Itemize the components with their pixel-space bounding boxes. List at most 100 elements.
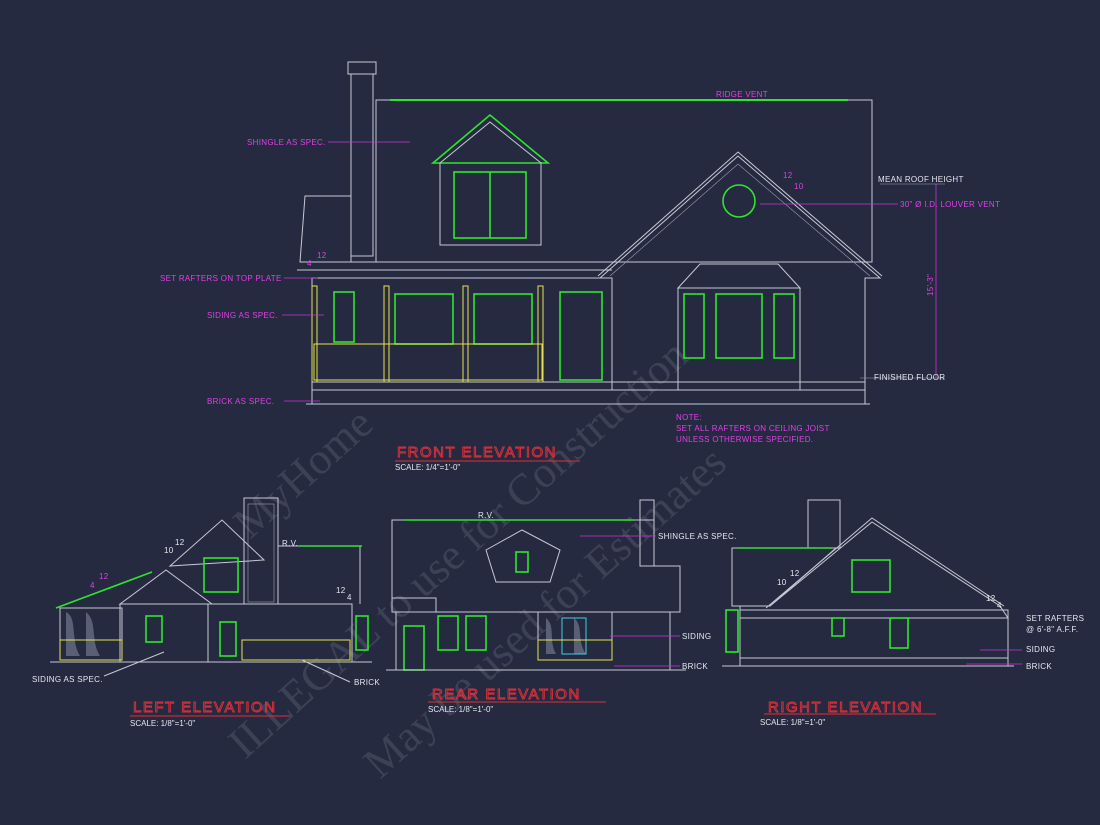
left-window-2 xyxy=(219,621,237,657)
right-rafters-label-1: SET RAFTERS xyxy=(1026,614,1084,623)
left-upper-gable xyxy=(168,519,266,567)
dormer-gable xyxy=(430,113,551,164)
left-lower-gable xyxy=(118,569,214,605)
left-window-1 xyxy=(145,615,163,643)
left-rear-railing xyxy=(241,639,351,661)
right-elevation xyxy=(722,499,1022,715)
left-porch-roof-trim xyxy=(55,571,153,609)
note-line-3: UNLESS OTHERWISE SPECIFIED. xyxy=(676,435,813,444)
left-siding-label: SIDING AS SPEC. xyxy=(32,675,103,684)
rear-shingle-label: SHINGLE AS SPEC. xyxy=(658,532,737,541)
right-pitch-b-run: 4 xyxy=(997,601,1002,610)
right-brick-label: BRICK xyxy=(1026,662,1052,671)
rear-porch-door xyxy=(561,617,587,655)
right-left-wing xyxy=(731,547,838,607)
pitch-rise-label: 12 xyxy=(783,171,793,180)
pitch-rise-b-label: 12 xyxy=(317,251,327,260)
right-gable-trim xyxy=(765,517,1005,609)
left-pitch-c-rise: 12 xyxy=(336,586,346,595)
right-pitch-a-run: 10 xyxy=(777,578,787,587)
bay-window-left xyxy=(683,293,705,359)
right-elevation-title: RIGHT ELEVATION xyxy=(768,699,923,716)
rafters-label: SET RAFTERS ON TOP PLATE xyxy=(160,274,282,283)
left-pitch-c-run: 4 xyxy=(347,593,352,602)
left-elevation-scale: SCALE: 1/8"=1'-0" xyxy=(130,719,195,728)
siding-label: SIDING AS SPEC. xyxy=(207,311,278,320)
right-wall xyxy=(739,609,1009,659)
left-elevation-title: LEFT ELEVATION xyxy=(133,699,277,716)
left-pitch-b-run: 4 xyxy=(90,581,95,590)
chimney-cap xyxy=(347,61,377,75)
rear-rv-label: R.V. xyxy=(478,511,494,520)
left-chimney-body xyxy=(247,503,275,603)
left-window-3 xyxy=(355,615,369,651)
right-window-1 xyxy=(831,617,845,637)
rear-brick-label: BRICK xyxy=(682,662,708,671)
porch-window-2 xyxy=(394,293,454,345)
ridge-vent-label: RIDGE VENT xyxy=(716,90,768,99)
left-rv-label: R.V. xyxy=(282,539,298,548)
front-elevation-title: FRONT ELEVATION xyxy=(397,444,557,461)
left-porch-railing xyxy=(59,639,123,661)
rear-elevation xyxy=(386,499,686,703)
porch-railing xyxy=(313,343,543,381)
front-gable-trim xyxy=(597,151,883,277)
pitch-run-label: 10 xyxy=(794,182,804,191)
left-pitch-a-rise: 12 xyxy=(175,538,185,547)
rear-dormer xyxy=(485,529,561,583)
rear-window-1 xyxy=(437,615,459,651)
shingle-label: SHINGLE AS SPEC. xyxy=(247,138,326,147)
right-chimney xyxy=(807,499,841,549)
pitch-run-b-label: 4 xyxy=(307,259,312,268)
main-roof xyxy=(375,99,873,263)
rear-porch-screen xyxy=(546,618,586,654)
right-rafters-label-2: @ 6'-8" A.F.F. xyxy=(1026,625,1078,634)
watermark-line-1: MyHome xyxy=(224,398,382,547)
right-elevation-scale: SCALE: 1/8"=1'-0" xyxy=(760,718,825,727)
left-wall xyxy=(119,603,209,663)
watermark: MyHome ILLEGAL to use for Construction M… xyxy=(219,330,735,788)
note-line-1: NOTE: xyxy=(676,413,702,422)
front-gable-inner-trim xyxy=(609,163,871,277)
rear-door xyxy=(403,625,425,671)
dormer xyxy=(439,121,542,246)
left-siding-leader xyxy=(103,651,165,677)
left-porch-screen xyxy=(66,612,100,656)
rear-elevation-title: REAR ELEVATION xyxy=(432,686,581,703)
right-upper-window xyxy=(851,559,891,593)
rear-dormer-window xyxy=(515,551,529,573)
right-main-gable xyxy=(739,521,1009,619)
right-window-2 xyxy=(889,617,909,649)
right-pitch-a-rise: 12 xyxy=(790,569,800,578)
rear-siding-label: SIDING xyxy=(682,632,711,641)
left-upper-window xyxy=(203,557,239,593)
left-pitch-a-run: 10 xyxy=(164,546,174,555)
left-brick-label: BRICK xyxy=(354,678,380,687)
finished-floor-label: FINISHED FLOOR xyxy=(874,373,945,382)
bay-window xyxy=(677,287,801,391)
right-pitch-b-rise: 12 xyxy=(986,594,996,603)
louver-label: 30" Ø I.D. LOUVER VENT xyxy=(900,200,1000,209)
porch-window-3 xyxy=(473,293,533,345)
chimney xyxy=(350,73,374,257)
porch-wall xyxy=(311,277,613,391)
bay-window-center xyxy=(715,293,763,359)
front-elevation xyxy=(297,61,945,405)
right-brick-base xyxy=(739,657,1009,667)
porch-columns xyxy=(311,285,544,383)
front-door xyxy=(559,291,603,381)
left-pitch-b-rise: 12 xyxy=(99,572,109,581)
height-dimension-label: 15'-3" xyxy=(926,274,935,296)
bay-window-right xyxy=(773,293,795,359)
porch-window-1 xyxy=(333,291,355,343)
note-line-2: SET ALL RAFTERS ON CEILING JOIST xyxy=(676,424,830,433)
left-elevation xyxy=(50,497,372,717)
bay-roof xyxy=(676,263,802,289)
left-brick-leader xyxy=(301,659,351,683)
right-end-window xyxy=(725,609,739,653)
right-siding-label: SIDING xyxy=(1026,645,1055,654)
front-leaders xyxy=(282,141,580,462)
brick-label: BRICK AS SPEC. xyxy=(207,397,274,406)
